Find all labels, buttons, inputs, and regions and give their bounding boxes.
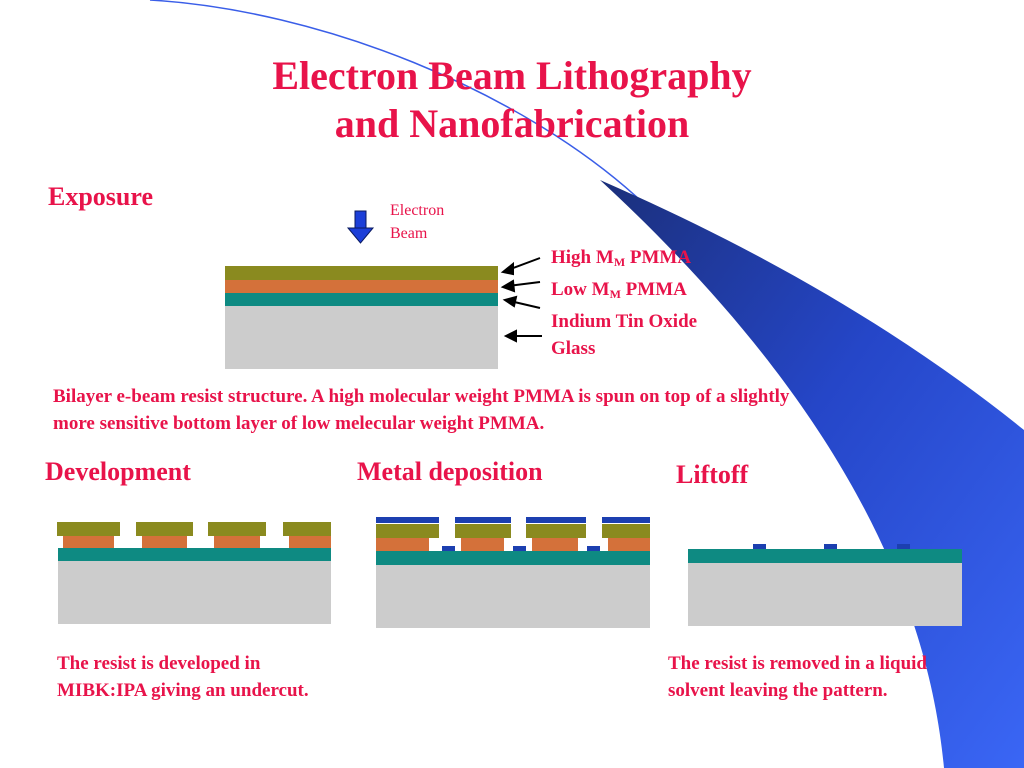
exposure-glass-layer (225, 306, 498, 369)
development-caption-line-2: MIBK:IPA giving an undercut. (57, 680, 309, 701)
electron-beam-label-line-1: Electron (390, 202, 445, 219)
exposure-low-mm-pmma-layer (225, 280, 498, 293)
metal-deposition-diagram (376, 517, 650, 628)
metal-deposition-metal-layer (376, 517, 650, 551)
development-glass-layer (58, 561, 331, 624)
exposure-heading: Exposure (48, 182, 153, 211)
liftoff-heading: Liftoff (676, 460, 749, 489)
development-caption: The resist is developed in MIBK:IPA givi… (57, 650, 309, 704)
development-heading: Development (45, 457, 191, 486)
layer-label-glass: Glass (551, 338, 596, 359)
metal-deposition-heading: Metal deposition (357, 457, 543, 486)
development-diagram (57, 522, 331, 624)
metal-deposition-glass-layer (376, 565, 650, 628)
layer-label-ito: Indium Tin Oxide (551, 311, 698, 332)
development-caption-line-1: The resist is developed in (57, 653, 261, 674)
layer-label-high-mm-pmma: High MM PMMA (551, 247, 692, 269)
development-ito-layer (58, 548, 331, 561)
exposure-description-line-1: Bilayer e-beam resist structure. A high … (53, 386, 790, 407)
electron-beam-arrow-icon (346, 210, 375, 244)
exposure-high-mm-pmma-layer (225, 266, 498, 280)
liftoff-ito-layer (688, 549, 962, 563)
swoosh-thin-line (149, 0, 641, 201)
liftoff-glass-layer (688, 563, 962, 626)
metal-deposition-ito-layer (376, 551, 650, 565)
exposure-layer-labels: High MM PMMA Low MM PMMA Indium Tin Oxid… (551, 244, 697, 362)
liftoff-caption: The resist is removed in a liquid solven… (668, 650, 927, 704)
electron-beam-label-line-2: Beam (390, 225, 428, 242)
liftoff-metal-pattern (753, 544, 910, 549)
metal-deposition-resist-lines (376, 524, 650, 551)
electron-beam-label: Electron Beam (390, 199, 444, 245)
development-resist-lines (57, 522, 331, 548)
exposure-ito-layer (225, 293, 498, 306)
title-line-1: Electron Beam Lithography (272, 53, 752, 98)
exposure-description: Bilayer e-beam resist structure. A high … (53, 383, 973, 437)
page-title: Electron Beam Lithography and Nanofabric… (0, 52, 1024, 148)
liftoff-caption-line-2: solvent leaving the pattern. (668, 680, 888, 701)
layer-label-low-mm-pmma: Low MM PMMA (551, 279, 687, 301)
liftoff-diagram (688, 544, 962, 626)
title-line-2: and Nanofabrication (334, 101, 690, 146)
exposure-description-line-2: more sensitive bottom layer of low melec… (53, 413, 545, 434)
liftoff-caption-line-1: The resist is removed in a liquid (668, 653, 927, 674)
